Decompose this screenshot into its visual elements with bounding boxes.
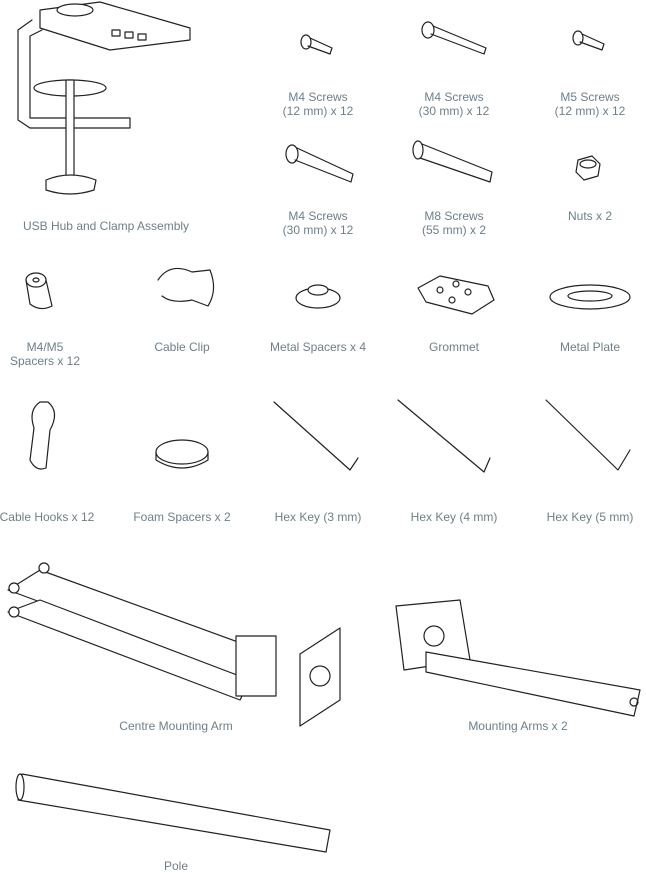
part-name: Foam Spacers x 2 (133, 510, 231, 524)
foam-spacer-illustration (155, 439, 209, 469)
part-name: Metal Plate (559, 340, 621, 354)
spacer-illustration (25, 272, 53, 310)
part-name: Hex Key (3 mm) (274, 510, 362, 524)
part-name: Nuts x 2 (567, 209, 613, 223)
part-quantity: (30 mm) x 12 (282, 223, 354, 237)
hex-key-3mm-illustration (273, 401, 359, 471)
part-label-m5-screws-12mm: M5 Screws(12 mm) x 12 (555, 90, 626, 118)
part-label-usb-hub-clamp: USB Hub and Clamp Assembly (23, 219, 189, 233)
part-label-hex-key-3mm: Hex Key (3 mm) (275, 510, 362, 524)
part-name: Cable Hooks x 12 (0, 510, 95, 524)
m4-screw-30mm-b-illustration (285, 144, 354, 183)
part-name: Centre Mounting Arm (119, 719, 233, 733)
part-label-m8-screws: M8 Screws(55 mm) x 2 (422, 209, 486, 237)
part-name: Pole (163, 859, 189, 873)
part-label-grommet: Grommet (429, 340, 479, 354)
part-name: M5 Screws (560, 90, 620, 104)
m8-screw-55mm-illustration (412, 140, 493, 183)
part-name: Mounting Arms x 2 (468, 719, 568, 733)
part-label-m4-screws-12mm: M4 Screws(12 mm) x 12 (283, 90, 354, 118)
part-label-foam-spacers: Foam Spacers x 2 (133, 510, 230, 524)
part-label-pole: Pole (164, 859, 188, 873)
metal-spacer-illustration (295, 284, 341, 309)
part-name: Hex Key (4 mm) (410, 510, 498, 524)
part-name: Grommet (428, 340, 480, 354)
part-quantity: (55 mm) x 2 (421, 223, 487, 237)
part-name: Hex Key (5 mm) (546, 510, 634, 524)
part-label-metal-plate: Metal Plate (560, 340, 620, 354)
part-label-cable-hooks: Cable Hooks x 12 (0, 510, 94, 524)
part-label-mounting-arms: Mounting Arms x 2 (468, 719, 567, 733)
pole-illustration (15, 773, 331, 853)
mounting-arm-illustration (395, 599, 641, 717)
m4-screw-30mm-illustration (421, 21, 487, 55)
part-quantity: (12 mm) x 12 (554, 104, 626, 118)
part-name: M4 Screws (288, 209, 348, 223)
part-quantity: (30 mm) x 12 (418, 104, 490, 118)
cable-hook-illustration (29, 401, 56, 470)
part-name: M4 Screws (424, 90, 484, 104)
usb-hub-clamp-illustration (17, 1, 191, 195)
part-label-m4-screws-30mm-b: M4 Screws(30 mm) x 12 (283, 209, 354, 237)
part-name: M4 Screws (288, 90, 348, 104)
part-quantity: (12 mm) x 12 (282, 104, 354, 118)
part-name: USB Hub and Clamp Assembly (22, 219, 190, 233)
part-quantity: Spacers x 12 (9, 354, 81, 368)
part-name: M4/M5 (26, 340, 64, 354)
hex-key-4mm-illustration (397, 399, 491, 473)
part-name: Cable Clip (154, 340, 210, 354)
grommet-illustration (417, 275, 495, 315)
part-label-m4-screws-30mm: M4 Screws(30 mm) x 12 (419, 90, 490, 118)
part-name: Metal Spacers x 4 (269, 340, 367, 354)
m4-screw-12mm-illustration (300, 34, 333, 55)
metal-plate-illustration (549, 284, 631, 310)
part-label-cable-clip: Cable Clip (154, 340, 209, 354)
part-label-metal-spacers: Metal Spacers x 4 (270, 340, 366, 354)
part-label-nuts: Nuts x 2 (568, 209, 612, 223)
m5-screw-12mm-illustration (572, 30, 605, 51)
part-label-hex-key-4mm: Hex Key (4 mm) (411, 510, 498, 524)
part-label-centre-mounting-arm: Centre Mounting Arm (119, 719, 232, 733)
cable-clip-illustration (157, 267, 215, 307)
part-label-hex-key-5mm: Hex Key (5 mm) (547, 510, 634, 524)
nut-illustration (575, 155, 601, 181)
part-name: M8 Screws (424, 209, 484, 223)
hex-key-5mm-illustration (545, 399, 631, 471)
centre-mounting-arm-illustration (7, 562, 341, 727)
